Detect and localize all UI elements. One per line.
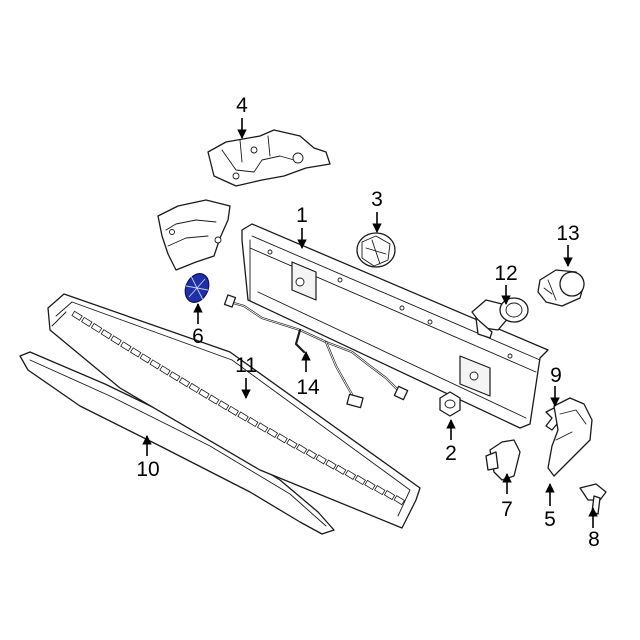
step-pad-rib [159, 365, 171, 376]
step-pad-rib [295, 443, 308, 455]
left-end-shield[interactable] [157, 199, 231, 271]
part-1-bumper-beam[interactable] [241, 223, 549, 429]
step-pad-rib [334, 464, 347, 475]
step-pad-rib [344, 469, 357, 480]
callout-4[interactable]: 4 [236, 94, 248, 117]
step-pad-rib [325, 459, 337, 470]
step-pad-rib [227, 405, 239, 416]
callout-7[interactable]: 7 [501, 498, 513, 521]
step-pad-rib [139, 353, 152, 364]
step-pad-rib [90, 322, 103, 334]
step-pad-rib [208, 394, 220, 405]
part-7-connector[interactable] [485, 439, 521, 481]
step-pad-rib [168, 371, 181, 382]
part-3-round-cover[interactable] [356, 232, 396, 268]
part-5-end-cap[interactable] [547, 397, 593, 477]
callout-1[interactable]: 1 [296, 204, 308, 227]
step-pad-rib [198, 388, 210, 399]
step-pad-rib [188, 382, 200, 394]
step-pad-rib [100, 329, 113, 340]
callout-12[interactable]: 12 [494, 262, 517, 285]
step-pad-rib [305, 449, 318, 460]
part-10-trim-strip[interactable] [19, 351, 335, 535]
step-pad-rib [256, 422, 269, 433]
part-14-wiring-harness[interactable] [223, 294, 409, 409]
part-11-step-pad[interactable] [47, 293, 421, 529]
callout-10[interactable]: 10 [136, 458, 159, 481]
callout-14[interactable]: 14 [296, 376, 320, 399]
part-13-sensor-holder[interactable] [537, 269, 585, 307]
callout-3[interactable]: 3 [371, 188, 383, 211]
step-pad-rib [393, 495, 405, 506]
step-pad-rib [354, 474, 366, 486]
callout-5[interactable]: 5 [544, 508, 556, 531]
callout-2[interactable]: 2 [445, 442, 457, 465]
step-pad-rib [217, 400, 230, 411]
step-pad-rib [129, 347, 142, 358]
step-pad-rib [383, 490, 396, 501]
step-pad-rib [286, 438, 298, 449]
part-12-parking-sensor[interactable] [471, 297, 529, 339]
step-pad-rib [81, 316, 93, 327]
step-pad-rib [315, 454, 327, 465]
callout-6[interactable]: 6 [192, 325, 204, 348]
step-pad-rib [110, 335, 122, 346]
step-pad-rib [178, 377, 191, 388]
part-8-push-pin[interactable] [579, 483, 607, 515]
step-pad-ribs [71, 310, 405, 506]
step-pad-rib [247, 416, 259, 428]
step-pad-rib [374, 485, 386, 496]
step-pad-rib [237, 411, 249, 422]
step-pad-rib [71, 310, 83, 321]
callout-labels: 4 1 3 13 12 6 11 14 2 10 9 7 5 8 [136, 94, 600, 551]
callout-8[interactable]: 8 [588, 528, 600, 551]
step-pad-rib [364, 479, 376, 491]
step-pad-rib [120, 341, 132, 352]
part-4-bracket[interactable] [207, 129, 331, 187]
part-2-nut[interactable] [439, 391, 461, 417]
part-6-cap-highlighted[interactable] [181, 270, 214, 306]
callout-leaders [142, 118, 598, 528]
callout-11[interactable]: 11 [235, 354, 257, 377]
step-pad-rib [276, 433, 288, 444]
callout-9[interactable]: 9 [550, 364, 562, 387]
step-pad-rib [149, 359, 161, 370]
callout-13[interactable]: 13 [556, 222, 579, 245]
step-pad-rib [266, 427, 279, 438]
